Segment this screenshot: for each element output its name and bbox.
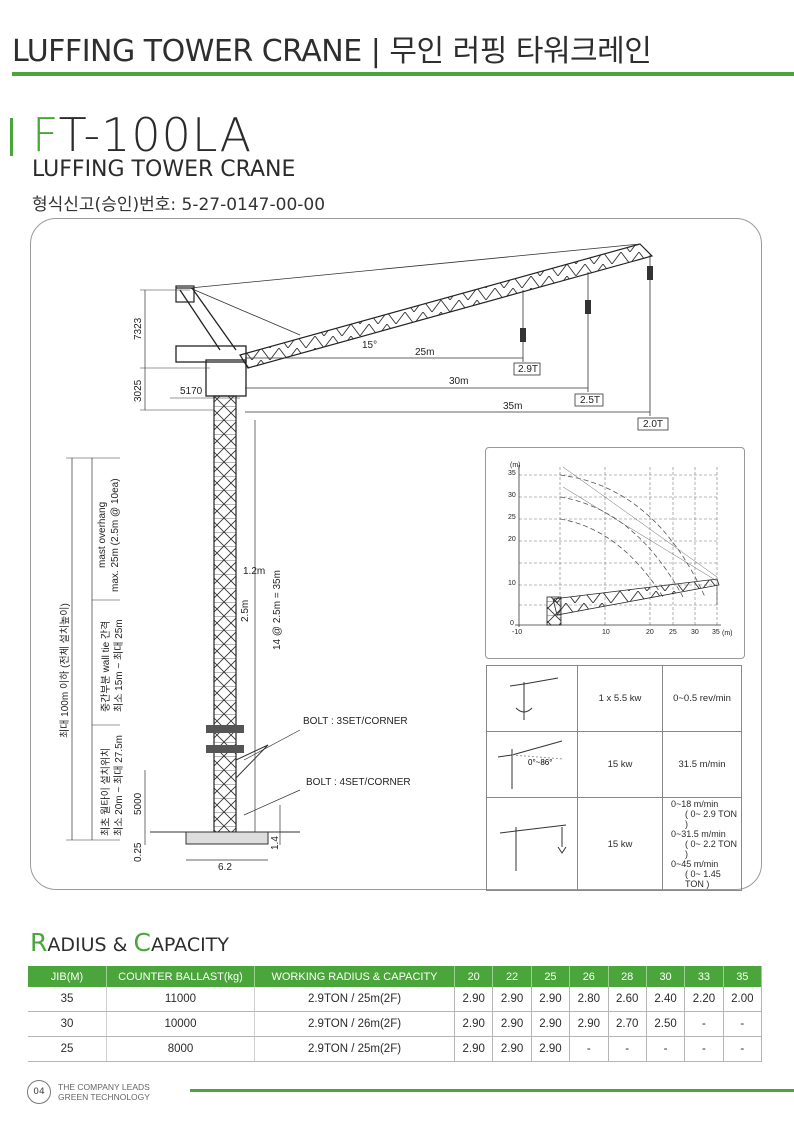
mast-dimension: 14 @ 2.5m = 35m [272,570,283,650]
spec-row-slewing: 1 x 5.5 kw 0~0.5 rev/min [486,665,742,732]
radius-35: 35m [503,401,523,412]
dim-1-2m: 1.2m [243,566,266,577]
capacity-table: JIB(M) COUNTER BALLAST(kg) WORKING RADIU… [28,966,763,1062]
total-height-note: 최대 100m 이하 (전체 설치높이) [60,603,71,738]
foundation [185,831,269,845]
pendant-rope [189,243,641,289]
model-accent-bar [10,118,13,156]
chart-y-tick: 30 [508,492,516,499]
chart-y-unit: (m) [510,462,521,469]
chart-x-tick: 30 [691,629,699,636]
chart-x-tick: -10 [512,629,523,636]
approval-number: 형식신고(승인)번호: 5-27-0147-00-00 [32,195,326,215]
crane-drawing [66,243,669,861]
dim-7323: 7323 [133,317,144,340]
capacity-header-row: JIB(M) COUNTER BALLAST(kg) WORKING RADIU… [28,966,763,987]
wall-tie-upper [206,725,244,733]
luffing-angle: 0°~86° [528,758,552,767]
chart-x-tick: 35 [712,629,720,636]
bolt-3set-note: BOLT : 3SET/CORNER [303,716,408,727]
capacity-section-title: RADIUS & CAPACITY [30,928,229,957]
chart-y-tick: 10 [508,580,516,587]
dim-5000: 5000 [133,792,144,815]
model-name: FT-100LA [32,108,253,162]
capacity-box-20 [637,417,669,431]
capacity-25: 2.5T [580,395,601,406]
mast-section [213,395,237,833]
working-range-svg [515,465,721,627]
radius-30: 30m [449,376,469,387]
dim-5170: 5170 [180,386,203,397]
firsttie-note-2: 최소 20m ~ 최대 27.5m [114,735,125,836]
drawing-frame [30,218,762,890]
luffing-jib [239,243,654,369]
dim-1-4: 1.4 [270,836,281,850]
a-frame [176,287,237,351]
chart-y-tick: 20 [508,536,516,543]
dim-6-2: 6.2 [218,862,232,873]
dim-0-25: 0.25 [133,842,144,862]
capacity-29: 2.9T [518,364,539,375]
overhang-note-2: max. 25m (2.5m @ 10ea) [110,478,121,592]
chart-x-unit: (m) [722,630,733,637]
capacity-box-25 [574,393,604,407]
hoist-icon [486,797,578,891]
spec-row-hoist: 15 kw 0~18 m/min ( 0~ 2.9 TON ) 0~31.5 m… [486,797,742,891]
capacity-box-29 [513,362,541,376]
spec-table: 1 x 5.5 kw 0~0.5 rev/min 0°~86° 15 kw 31… [486,665,742,891]
working-range-chart [485,447,745,659]
dim-2-5m: 2.5m [240,599,251,622]
overhang-note-1: mast overhang [97,501,108,568]
slewing-icon [486,665,578,732]
dim-3025: 3025 [133,379,144,402]
spec-row-luffing: 0°~86° 15 kw 31.5 m/min [486,731,742,798]
bolt-4set-note: BOLT : 4SET/CORNER [306,777,411,788]
chart-y-tick: 25 [508,514,516,521]
chart-x-tick: 10 [602,629,610,636]
footer-slogan: THE COMPANY LEADS GREEN TECHNOLOGY [58,1082,150,1102]
chart-y-tick: 0 [510,620,514,627]
page-number: 04 [27,1080,51,1104]
footer-rule [190,1089,794,1092]
chart-x-tick: 20 [646,629,654,636]
header-rule [12,72,794,76]
radius-25: 25m [415,347,435,358]
chart-y-tick: 35 [508,470,516,477]
model-subtitle: LUFFING TOWER CRANE [32,157,296,182]
jib-angle: 15° [362,340,378,351]
page-header-title: LUFFING TOWER CRANE | 무인 러핑 타워크레인 [12,34,652,69]
luffing-icon: 0°~86° [486,731,578,798]
chart-x-tick: 25 [669,629,677,636]
capacity-20: 2.0T [643,419,664,430]
walltie-note-2: 최소 15m ~ 최대 25m [114,619,125,712]
wall-tie-lower [206,745,244,753]
